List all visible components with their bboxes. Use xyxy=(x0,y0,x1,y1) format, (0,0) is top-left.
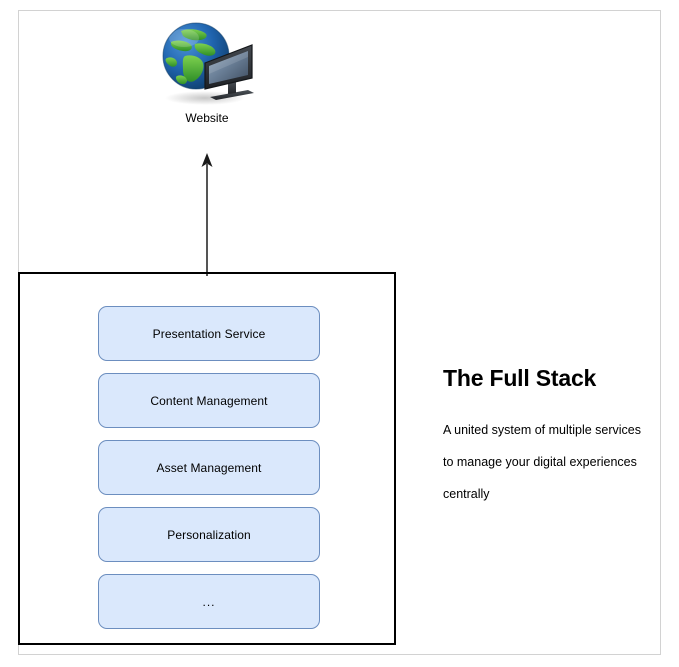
side-copy-title: The Full Stack xyxy=(443,365,597,391)
service-list: Presentation Service Content Management … xyxy=(98,306,320,629)
service-box-label: Asset Management xyxy=(156,460,262,475)
side-copy-line: A united system of multiple services xyxy=(443,423,641,437)
side-copy-line: to manage your digital experiences xyxy=(443,455,637,469)
side-copy-line: centrally xyxy=(443,487,490,501)
full-stack-container: Presentation Service Content Management … xyxy=(18,272,396,645)
service-box-label: Presentation Service xyxy=(152,326,266,341)
service-box-label: Content Management xyxy=(150,393,268,408)
service-box-presentation-service[interactable]: Presentation Service xyxy=(98,306,320,361)
service-box-label: ... xyxy=(202,594,216,609)
service-box-personalization[interactable]: Personalization xyxy=(98,507,320,562)
website-node: Website xyxy=(155,18,259,138)
service-box-content-management[interactable]: Content Management xyxy=(98,373,320,428)
service-box-label: Personalization xyxy=(167,527,251,542)
service-box-more[interactable]: ... xyxy=(98,574,320,629)
side-copy: The Full Stack A united system of multip… xyxy=(443,364,658,510)
arrow-up-icon xyxy=(196,152,218,276)
service-box-asset-management[interactable]: Asset Management xyxy=(98,440,320,495)
website-node-label: Website xyxy=(185,111,229,125)
globe-monitor-icon xyxy=(155,18,259,108)
side-copy-body: A united system of multiple services to … xyxy=(443,414,658,510)
